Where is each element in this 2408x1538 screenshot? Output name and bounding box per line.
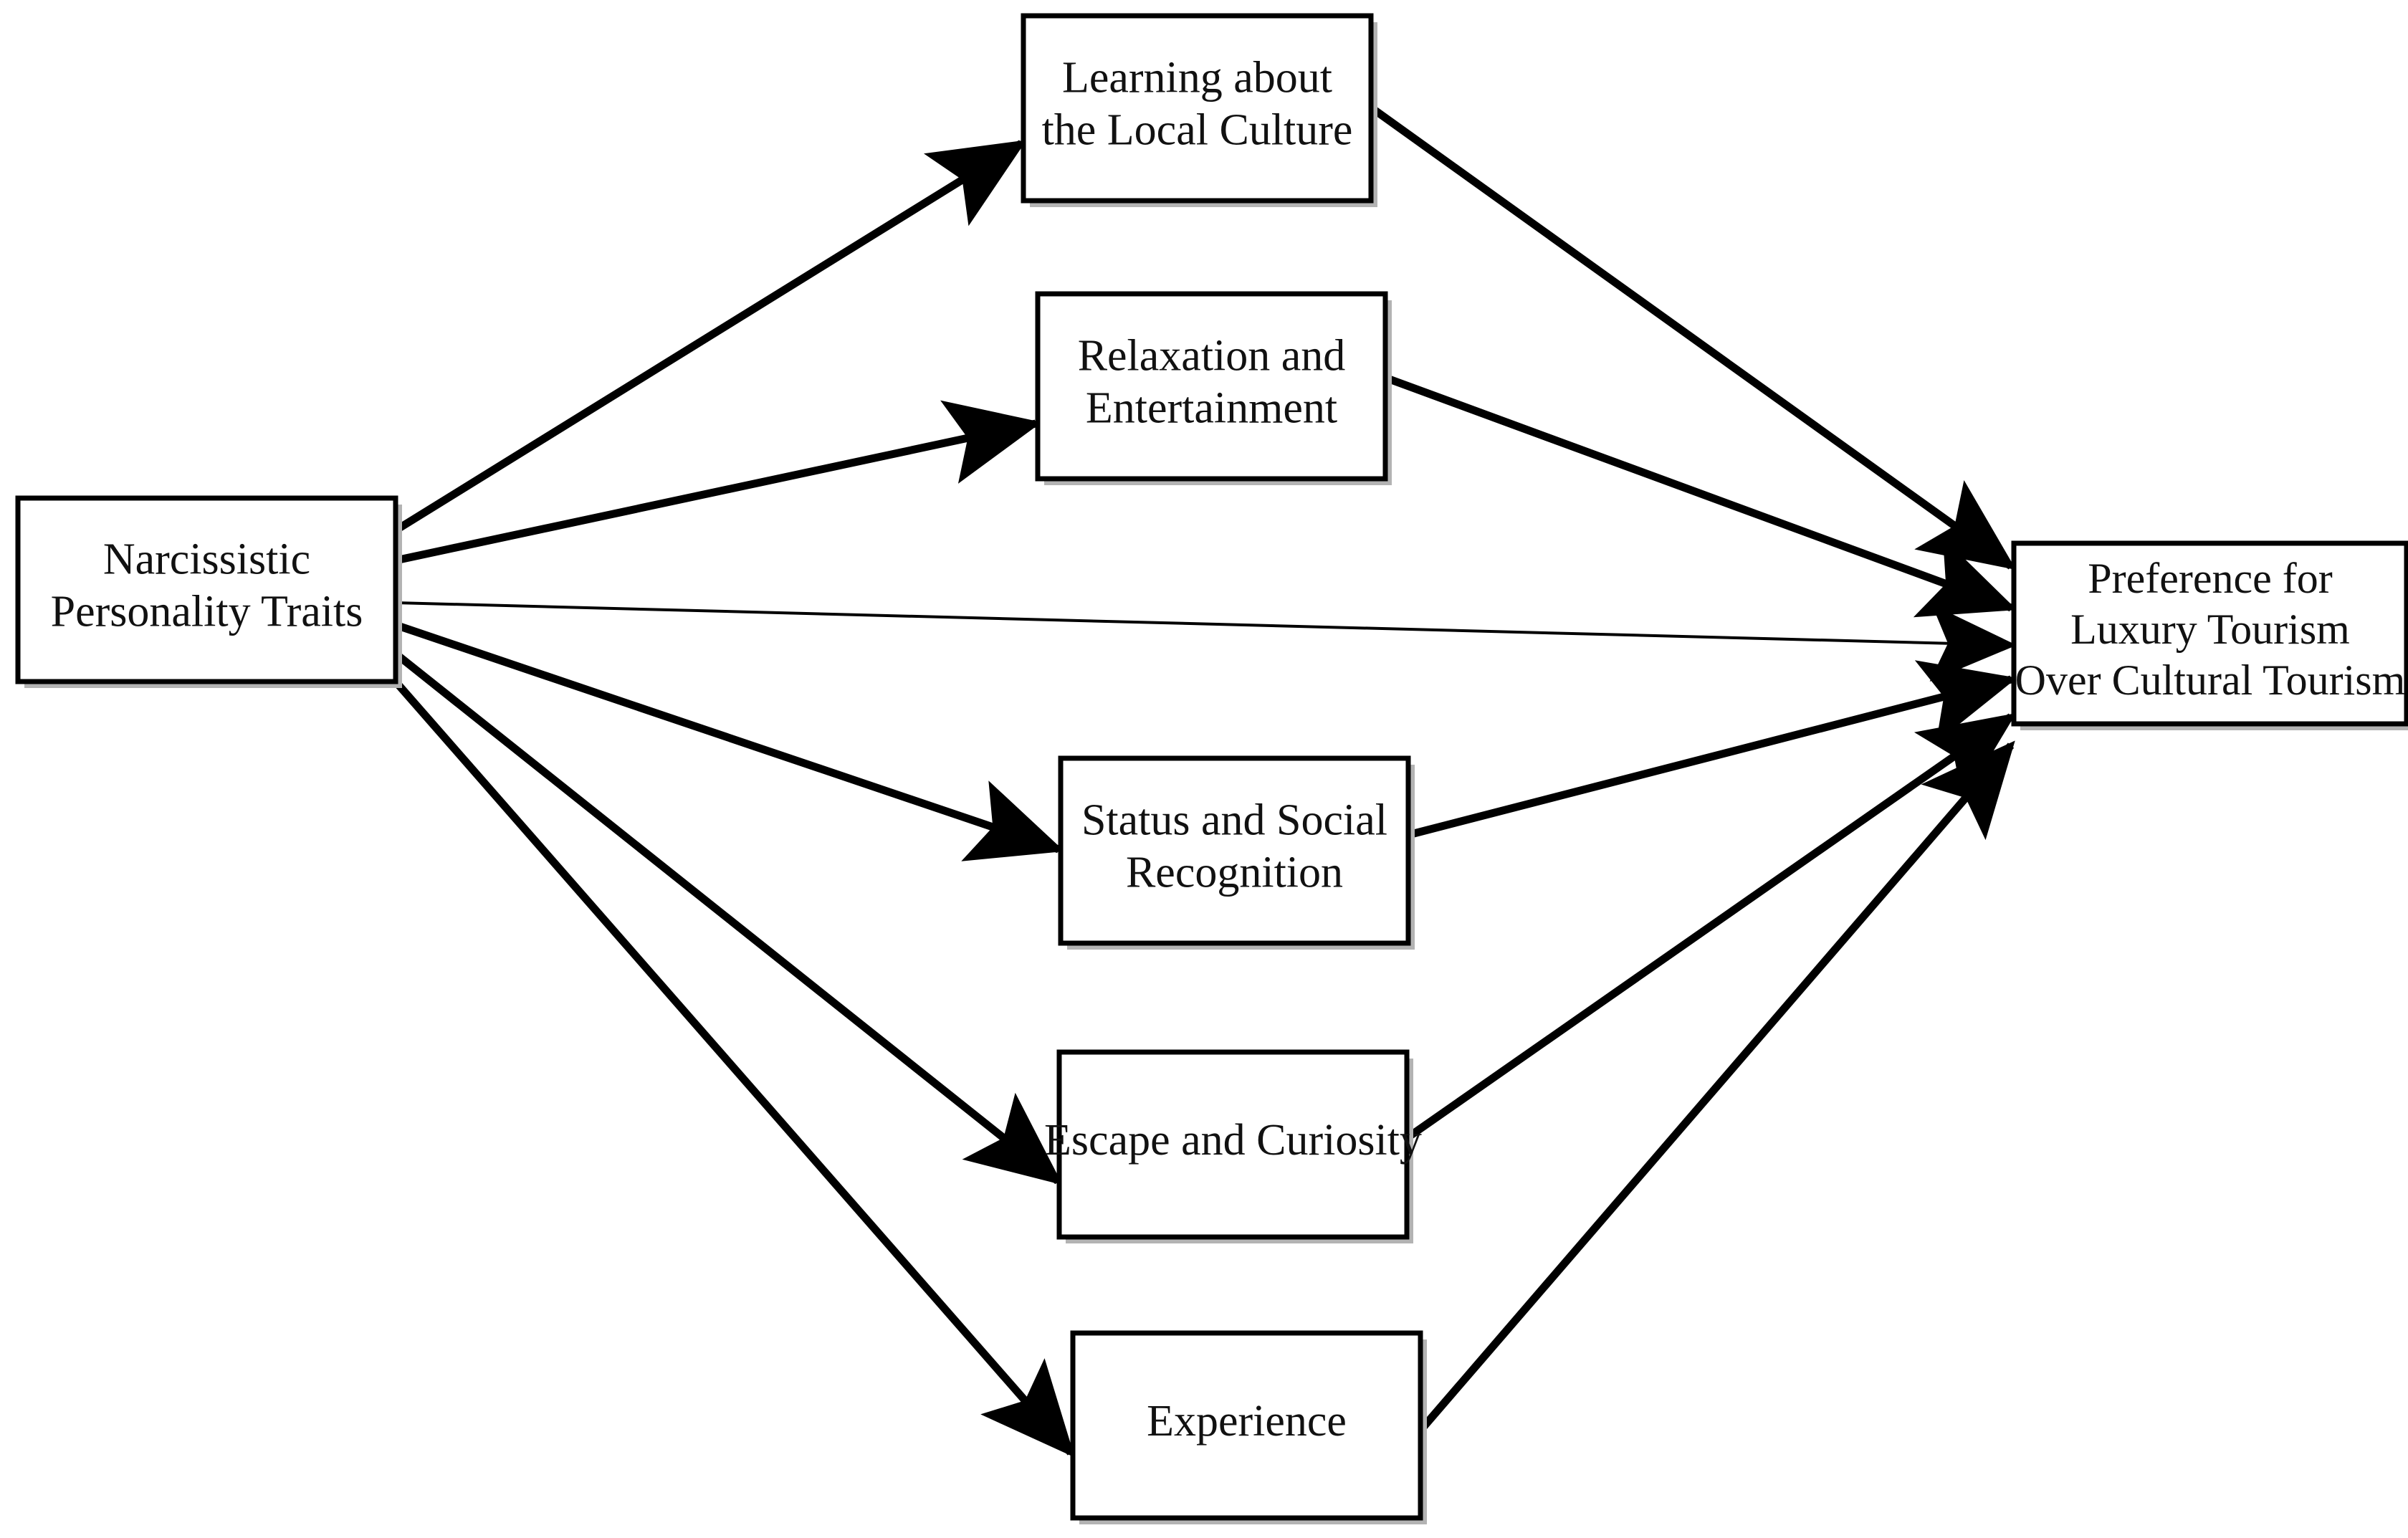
- edge-escape-to-preference: [1404, 712, 2017, 1142]
- edge-npt-to-preference: [395, 601, 2017, 682]
- edge-status-to-preference: [1407, 660, 2017, 839]
- edge-line: [1407, 660, 2017, 839]
- node-box[interactable]: [1070, 1330, 1423, 1521]
- edge-experience-to-preference: [1417, 740, 2015, 1433]
- edge-line: [1368, 104, 2017, 570]
- node-box[interactable]: [1056, 1049, 1410, 1240]
- edge-learning-to-preference: [1368, 104, 2017, 570]
- edge-npt-to-escape: [393, 650, 1063, 1185]
- node-box[interactable]: [1058, 755, 1411, 946]
- edge-line: [394, 621, 1065, 861]
- edge-npt-to-experience: [392, 679, 1075, 1458]
- edge-npt-to-status: [394, 621, 1065, 861]
- edge-line: [393, 650, 1063, 1185]
- node-label: Experience: [1147, 1397, 1347, 1446]
- node-label: Escape and Curiosity: [1044, 1116, 1422, 1165]
- edge-npt-to-relaxation: [394, 400, 1042, 565]
- edge-line: [1404, 712, 2017, 1142]
- edge-line: [1417, 740, 2015, 1433]
- edge-line: [395, 601, 2017, 682]
- node-box[interactable]: [2011, 540, 2408, 727]
- edge-npt-to-learning: [393, 140, 1027, 534]
- edge-line: [393, 140, 1027, 534]
- node-box[interactable]: [1035, 291, 1388, 482]
- node-box[interactable]: [15, 495, 398, 684]
- edge-line: [392, 679, 1075, 1458]
- node-box[interactable]: [1021, 13, 1374, 204]
- edge-line: [394, 400, 1042, 565]
- edge-line: [1384, 373, 2017, 618]
- edges-layer: [392, 104, 2017, 1458]
- edge-relaxation-to-preference: [1384, 373, 2017, 618]
- node-experience[interactable]: Experience: [1070, 1330, 1427, 1524]
- node-escape-and-curiosity[interactable]: Escape and Curiosity: [1044, 1049, 1422, 1243]
